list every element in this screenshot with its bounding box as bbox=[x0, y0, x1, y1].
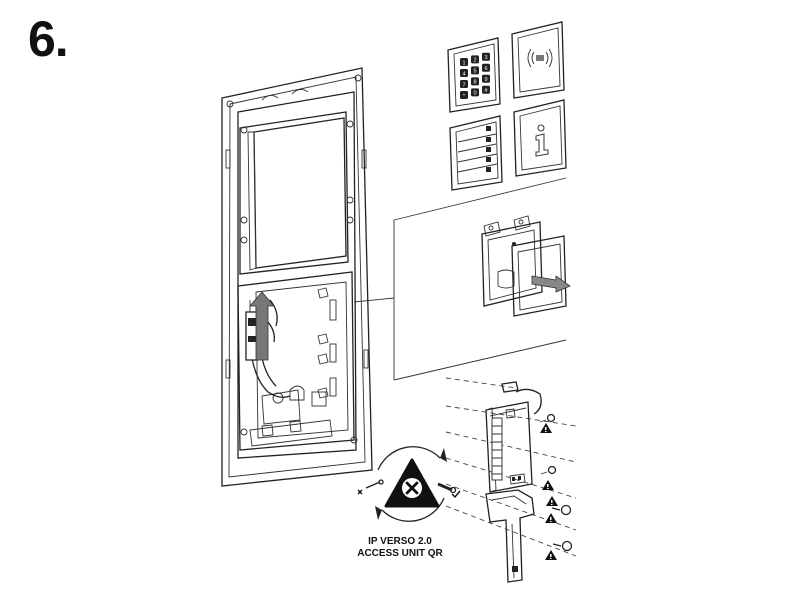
keypad-key bbox=[482, 85, 490, 94]
keypad-key bbox=[482, 74, 490, 83]
keypad-key bbox=[460, 58, 468, 66]
keypad-key bbox=[460, 91, 468, 99]
keypad-key-label: 7 bbox=[462, 82, 465, 88]
keypad-key-label: 3 bbox=[484, 55, 487, 61]
screw-3 bbox=[551, 504, 572, 516]
keypad-key-label: 2 bbox=[473, 58, 476, 64]
keypad-key-label: 8 bbox=[473, 80, 476, 86]
screw-2 bbox=[540, 465, 557, 475]
cable-icon bbox=[245, 299, 291, 398]
access-unit-module bbox=[481, 215, 571, 317]
detail-panel bbox=[393, 177, 567, 381]
step-number: 6. bbox=[28, 11, 69, 67]
keypad-key-label: 0 bbox=[473, 91, 476, 97]
keypad-key-label: * bbox=[463, 93, 466, 99]
keypad-key bbox=[460, 80, 468, 88]
keypad-key bbox=[471, 88, 479, 97]
screw-1 bbox=[539, 413, 556, 423]
arrow-up-icon bbox=[249, 291, 275, 361]
keypad-key bbox=[471, 55, 479, 64]
screw-4 bbox=[552, 540, 573, 552]
keypad-module-icon: 1 2 3 4 5 6 7 8 9 * 0 # bbox=[460, 52, 490, 99]
rfid-module-icon bbox=[527, 48, 553, 68]
keypad-key bbox=[471, 77, 479, 86]
keypad-key-label: 5 bbox=[473, 69, 476, 75]
keypad-key bbox=[482, 52, 490, 61]
keypad-module: 1 2 3 4 5 6 7 8 9 * 0 # bbox=[447, 37, 501, 113]
info-module-icon bbox=[535, 124, 549, 157]
main-frame bbox=[221, 67, 373, 487]
keypad-key bbox=[460, 69, 468, 77]
keypad-key-label: # bbox=[484, 88, 488, 94]
keypad-key-label: 1 bbox=[462, 60, 465, 66]
keypad-key-label: 6 bbox=[484, 66, 487, 72]
caption-line-2: ACCESS UNIT QR bbox=[357, 548, 443, 559]
keypad-key-label: 9 bbox=[484, 77, 487, 83]
caption-line-1: IP VERSO 2.0 bbox=[368, 536, 432, 547]
exploded-view bbox=[445, 377, 577, 583]
button-module-icon bbox=[457, 126, 498, 173]
keypad-key bbox=[471, 66, 479, 75]
button-module bbox=[449, 115, 503, 191]
keypad-key-label: 4 bbox=[462, 71, 465, 77]
rfid-module bbox=[511, 21, 565, 99]
warning-triangle-icon bbox=[540, 423, 558, 560]
product-caption: IP VERSO 2.0 ACCESS UNIT QR bbox=[330, 536, 470, 560]
prohibition-symbol bbox=[357, 446, 461, 522]
info-module bbox=[513, 99, 567, 177]
keypad-key bbox=[482, 63, 490, 72]
prohibited-cross-icon bbox=[384, 458, 440, 508]
